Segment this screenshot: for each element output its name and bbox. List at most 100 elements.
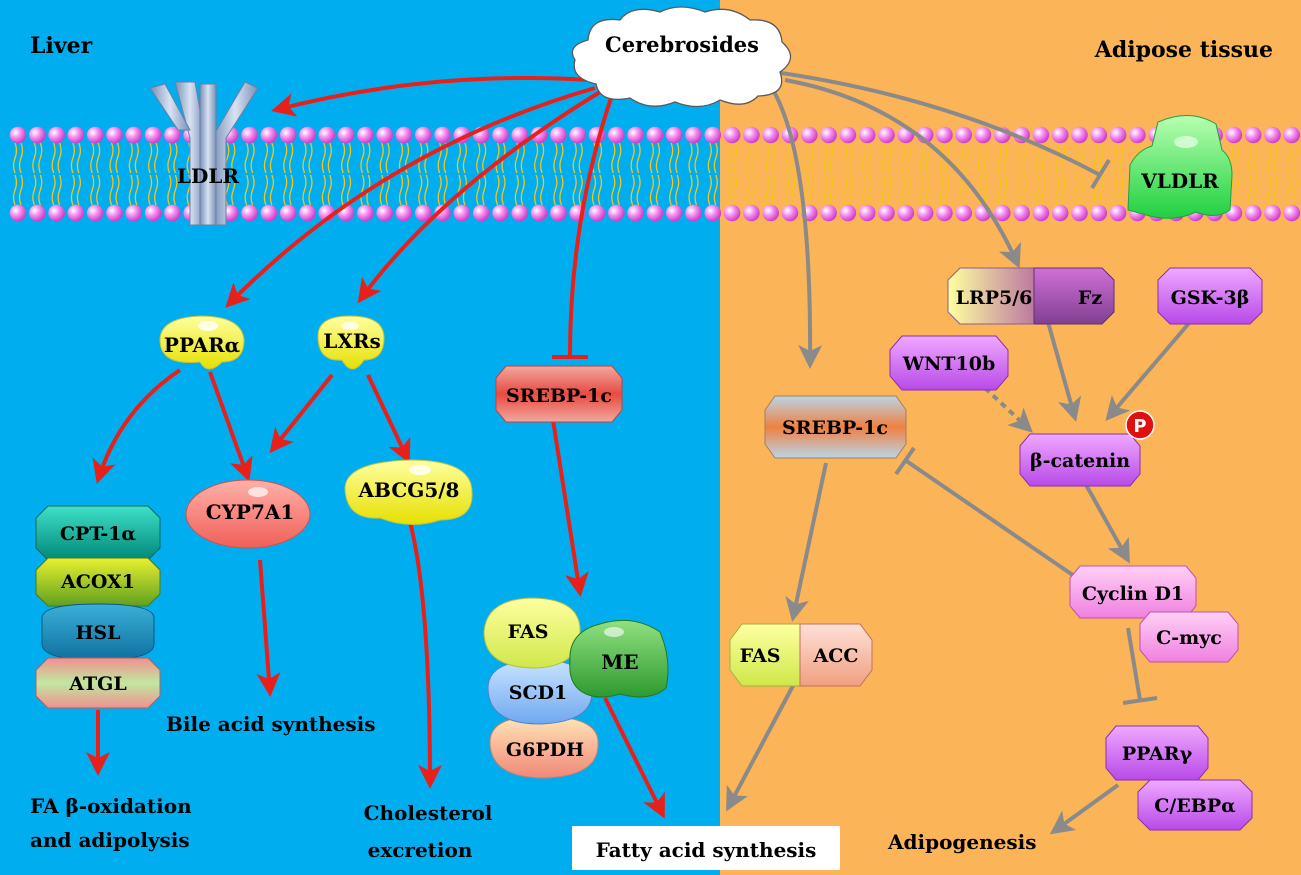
- lipid-tail: [630, 142, 635, 174]
- stack-acox1: ACOX1: [35, 557, 161, 607]
- abcg-label: ABCG5/8: [358, 478, 460, 502]
- lipid-tail: [12, 174, 18, 206]
- arrow-cerebrosides-to-ldlr: [271, 76, 591, 117]
- lipid-head: [1109, 204, 1127, 222]
- lipid-tail: [958, 142, 963, 174]
- lipid-tail: [771, 174, 776, 206]
- node-wnt10b: WNT10b: [889, 335, 1009, 391]
- lipid-head: [492, 126, 509, 144]
- lipid-tail: [939, 142, 944, 174]
- node-lxrs: LXRs: [317, 315, 385, 370]
- lipid-head: [839, 126, 857, 144]
- lipid-tail: [1286, 174, 1291, 206]
- inhibit-cerebrosides-to-srebp: [568, 94, 614, 356]
- lipid-tail: [578, 142, 583, 174]
- lipid-tail: [655, 142, 661, 174]
- lipid-head: [1090, 126, 1108, 144]
- outcome-bile-acid: Bile acid synthesis: [166, 712, 376, 736]
- lipid-tail: [1093, 142, 1098, 174]
- lipid-tail: [669, 142, 674, 174]
- lipid-tail: [167, 174, 172, 206]
- lipid-tail: [1074, 142, 1079, 174]
- lipid-tail: [90, 174, 95, 206]
- lipid-tail: [713, 142, 718, 174]
- vldlr-label: VLDLR: [1140, 169, 1219, 193]
- lipid-head: [723, 126, 741, 144]
- fas-adipose-label: FAS: [740, 645, 781, 667]
- lipid-tail: [250, 142, 255, 174]
- lipid-head: [878, 126, 895, 144]
- lipid-tail: [76, 174, 82, 206]
- lipid-tail: [346, 174, 352, 206]
- lipid-tail: [424, 174, 429, 206]
- lipid-head: [1051, 204, 1069, 222]
- arrow-cyp7a1-to-bile: [256, 559, 281, 697]
- node-fas-liver: FAS: [483, 597, 581, 669]
- lipid-head: [897, 204, 915, 222]
- lipid-tail: [1003, 174, 1008, 206]
- lipid-tail: [462, 142, 468, 174]
- lipid-head: [125, 126, 143, 144]
- catenin-label: β-catenin: [1030, 450, 1130, 472]
- lipid-head: [1283, 204, 1301, 222]
- lipid-tail: [38, 142, 43, 174]
- lipid-head: [646, 126, 664, 144]
- lipid-tail: [18, 174, 24, 206]
- lipid-head: [86, 126, 104, 144]
- lipid-tail: [983, 174, 989, 206]
- lipid-head: [1244, 126, 1262, 144]
- lipid-tail: [147, 174, 153, 206]
- lipid-tail: [308, 174, 313, 206]
- lipid-tail: [1022, 142, 1027, 174]
- lipid-head: [1013, 204, 1030, 222]
- lipid-tail: [340, 142, 346, 174]
- lipid-tail: [997, 142, 1002, 174]
- node-cyp7a1: CYP7A1: [185, 479, 311, 549]
- lipid-tail: [57, 142, 62, 174]
- lipid-head: [48, 204, 65, 222]
- lipid-tail: [655, 174, 661, 206]
- lipid-tail: [713, 174, 718, 206]
- lipid-tail: [360, 142, 365, 174]
- lipid-tail: [173, 174, 178, 206]
- stack-hsl: HSL: [41, 603, 155, 661]
- lipid-head: [550, 126, 567, 144]
- lipid-tail: [96, 174, 101, 206]
- node-fas-acc: FAS ACC: [729, 623, 873, 687]
- lipid-tail: [539, 142, 545, 174]
- cerebrosides-cloud: Cerebrosides: [571, 6, 792, 108]
- lipid-tail: [1234, 142, 1240, 174]
- lipid-tail: [669, 174, 674, 206]
- lipid-tail: [649, 174, 655, 206]
- lipid-tail: [1254, 142, 1259, 174]
- lipid-tail: [559, 142, 564, 174]
- lipid-tail: [385, 142, 390, 174]
- lipid-head: [762, 126, 779, 144]
- lipid-head: [164, 204, 181, 222]
- lipid-tail: [443, 174, 448, 206]
- lipid-head: [646, 204, 664, 222]
- lipid-head: [318, 126, 336, 144]
- lipid-tail: [1267, 174, 1272, 206]
- lipid-head: [415, 204, 432, 222]
- node-cebpa: C/EBPα: [1137, 779, 1253, 831]
- lipid-tail: [732, 174, 738, 206]
- lipid-head: [279, 204, 297, 222]
- lipid-tail: [752, 142, 757, 174]
- lipid-head: [858, 204, 876, 222]
- lipid-tail: [302, 142, 307, 174]
- lipid-head: [723, 204, 741, 222]
- lipid-tail: [746, 174, 751, 206]
- lipid-head: [106, 204, 123, 222]
- arrow-lxrs-to-cyp7a1: [269, 373, 334, 454]
- lipid-tail: [520, 174, 525, 206]
- lipid-head: [511, 126, 529, 144]
- liver-lipogenic-cluster: G6PDH SCD1 FAS ME: [483, 597, 669, 779]
- lipid-tail: [476, 142, 481, 174]
- lipid-tail: [1248, 174, 1253, 206]
- lipid-tail: [829, 174, 834, 206]
- lipid-tail: [501, 174, 506, 206]
- lipid-tail: [1099, 174, 1104, 206]
- inhibit-cyclin-to-srebp: [903, 458, 1082, 582]
- lipid-head: [29, 204, 46, 222]
